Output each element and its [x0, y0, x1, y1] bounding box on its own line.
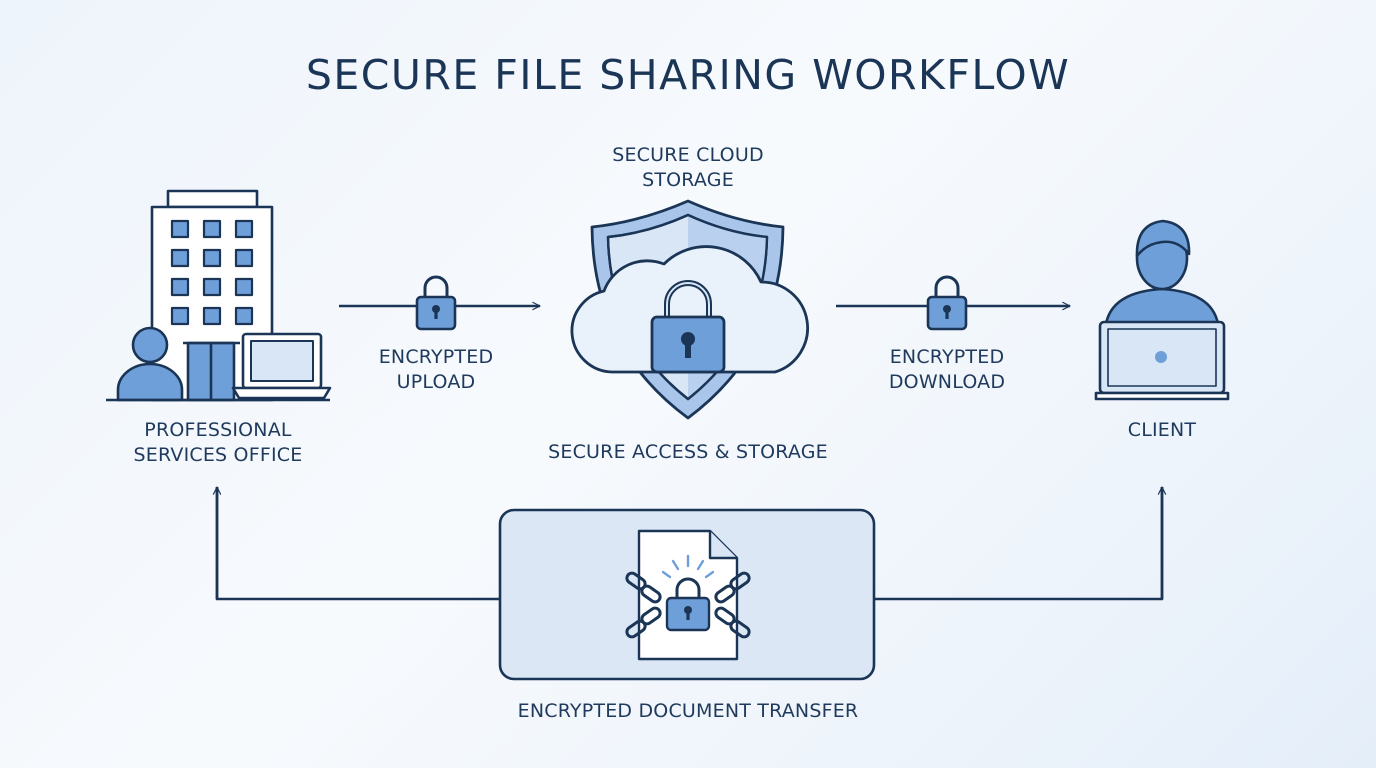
- office-building-icon: [106, 189, 332, 402]
- download-label: ENCRYPTED DOWNLOAD: [847, 345, 1047, 395]
- diagram-title: SECURE FILE SHARING WORKFLOW: [305, 51, 1071, 99]
- upload-label-line2: UPLOAD: [396, 371, 476, 393]
- user-laptop-icon: [1094, 219, 1230, 401]
- office-transfer-connector: [212, 486, 604, 604]
- shield-cloud-lock-icon: [570, 199, 809, 420]
- locked-document-chain-icon: [625, 529, 751, 661]
- chain-links: [625, 571, 751, 639]
- cloud-bottom-label: SECURE ACCESS & STORAGE: [548, 441, 828, 463]
- upload-padlock-icon: [415, 275, 457, 331]
- client-label: CLIENT: [1127, 419, 1197, 441]
- office-label-line1: PROFESSIONAL: [144, 419, 292, 441]
- sparkle-lines: [661, 554, 715, 579]
- cloud-top-label-line2: STORAGE: [642, 169, 734, 191]
- client-transfer-connector: [772, 486, 1167, 604]
- download-label-line1: ENCRYPTED: [889, 346, 1005, 368]
- cloud-top-label: SECURE CLOUD STORAGE: [538, 143, 838, 193]
- cloud-top-label-line1: SECURE CLOUD: [612, 144, 764, 166]
- office-label-line2: SERVICES OFFICE: [133, 444, 303, 466]
- building-windows: [170, 219, 254, 326]
- transfer-label: ENCRYPTED DOCUMENT TRANSFER: [517, 700, 859, 722]
- upload-label-line1: ENCRYPTED: [378, 346, 494, 368]
- office-label: PROFESSIONAL SERVICES OFFICE: [88, 418, 348, 468]
- download-padlock-icon: [926, 275, 968, 331]
- download-label-line2: DOWNLOAD: [888, 371, 1006, 393]
- upload-label: ENCRYPTED UPLOAD: [336, 345, 536, 395]
